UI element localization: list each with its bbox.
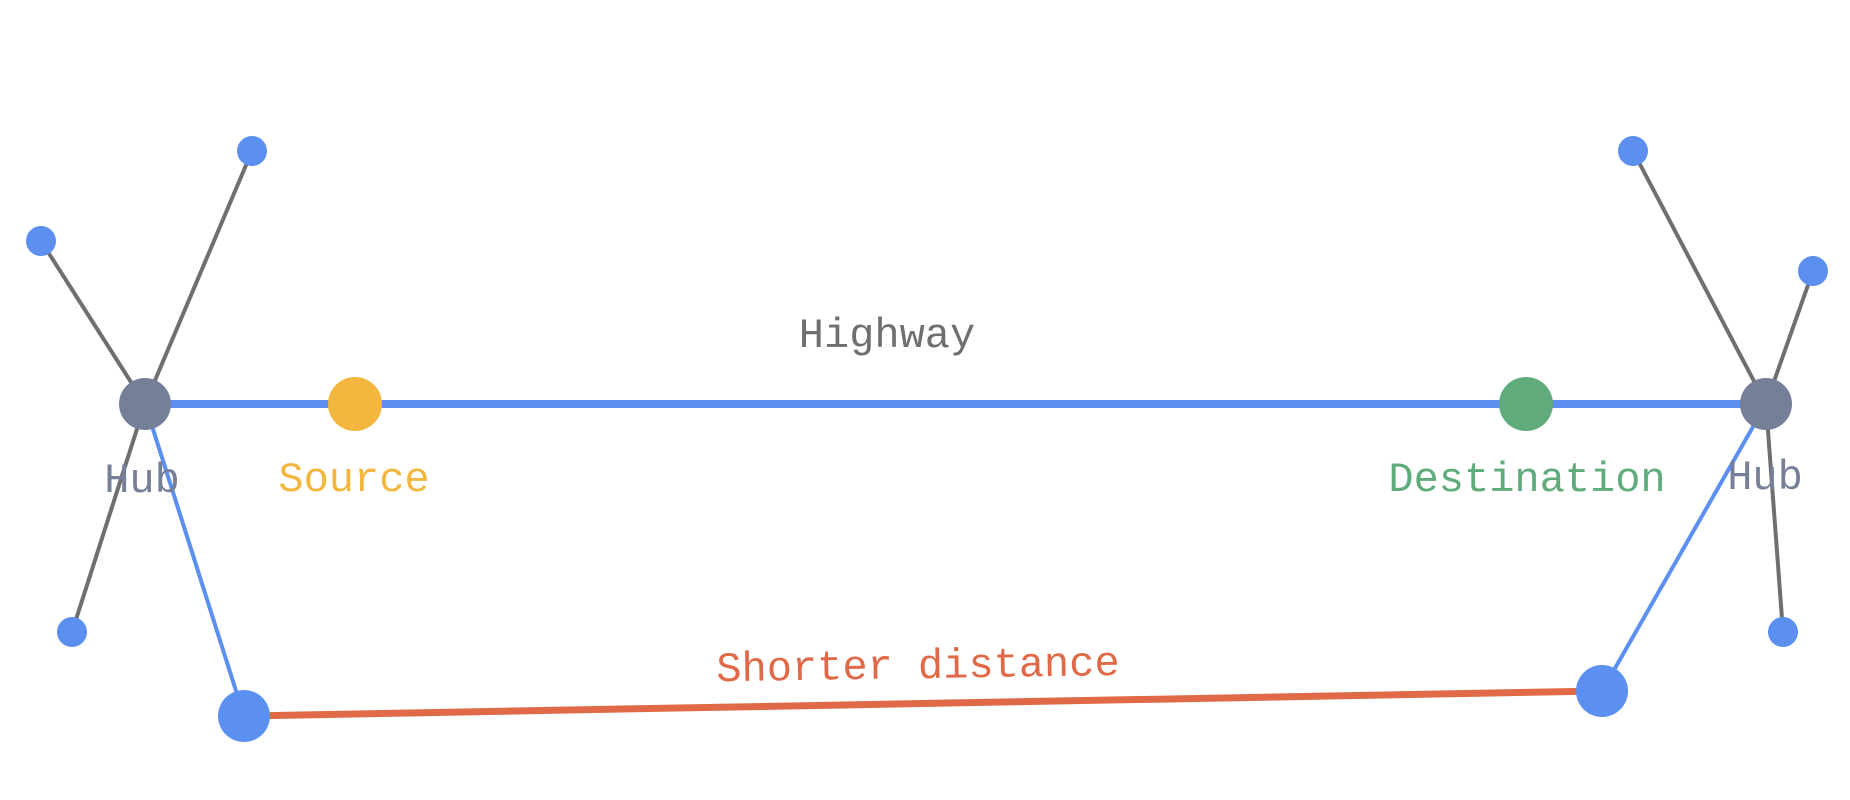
source-label: Source	[278, 456, 429, 504]
destination-label: Destination	[1388, 456, 1665, 504]
shortcut-node-right	[1576, 665, 1628, 717]
connector-right-hub-to-shortcut	[1600, 403, 1768, 692]
hub-label-left: Hub	[104, 457, 180, 505]
highway-label: Highway	[799, 312, 975, 360]
spoke-left-lower-left	[70, 403, 147, 633]
spoke-right-lower	[1764, 403, 1785, 633]
shorter-distance-line	[243, 687, 1603, 720]
destination-node	[1499, 377, 1553, 431]
spoke-right-upper-left	[1631, 150, 1768, 405]
hub-node-right	[1740, 378, 1792, 430]
shortcut-node-left	[218, 690, 270, 742]
spoke-left-upper-left	[39, 239, 147, 406]
source-node	[328, 377, 382, 431]
hub-node-left	[119, 378, 171, 430]
leaf-node	[1798, 256, 1828, 286]
leaf-node	[57, 617, 87, 647]
leaf-node	[26, 226, 56, 256]
leaf-node	[1618, 136, 1648, 166]
spoke-left-upper-right	[143, 150, 254, 405]
connector-left-hub-to-shortcut	[143, 403, 246, 717]
hub-label-right: Hub	[1727, 454, 1803, 502]
leaf-node	[1768, 617, 1798, 647]
shorter-distance-label: Shorter distance	[716, 640, 1120, 694]
leaf-node	[237, 136, 267, 166]
